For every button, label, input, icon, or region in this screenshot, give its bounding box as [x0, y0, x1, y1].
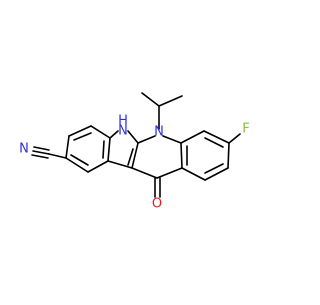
bond [70, 154, 89, 166]
nh-hydrogen-label: H [118, 114, 128, 129]
nh-nitrogen-label: N [118, 124, 128, 139]
bond [131, 167, 158, 179]
oxygen-label: O [152, 197, 162, 212]
bond [32, 150, 50, 155]
bond [48, 153, 67, 159]
bond [162, 135, 182, 144]
bond [204, 163, 224, 174]
bond [204, 137, 224, 148]
bond [109, 130, 119, 139]
atom-labels: H N N N F O [19, 114, 250, 212]
bond [65, 135, 70, 159]
ring-nitrogen-label: N [154, 125, 164, 140]
bond [180, 142, 183, 169]
bond [65, 157, 89, 173]
bond [227, 142, 230, 169]
bond [203, 130, 230, 144]
bond [158, 95, 183, 107]
nitrile-nitrogen-label: N [19, 142, 29, 157]
bond [180, 130, 205, 144]
bond [181, 167, 206, 181]
bond [102, 140, 105, 159]
bond [156, 167, 183, 179]
bond [204, 167, 229, 181]
bond [141, 92, 160, 107]
bond [33, 146, 50, 151]
bond [68, 125, 92, 137]
bond [73, 132, 92, 141]
bond [127, 148, 134, 166]
bond [127, 130, 139, 144]
bonds [31, 92, 241, 198]
bond [107, 160, 133, 169]
molecule-canvas: H N N N F O [19, 92, 250, 212]
bond [228, 133, 241, 144]
bond [31, 154, 49, 159]
fluorine-label: F [242, 122, 249, 137]
bond [107, 137, 111, 162]
bond [90, 125, 111, 139]
bond [87, 160, 109, 173]
bond [137, 135, 156, 144]
bond [131, 142, 139, 169]
molecule-structure: H N N N F O [19, 92, 250, 212]
